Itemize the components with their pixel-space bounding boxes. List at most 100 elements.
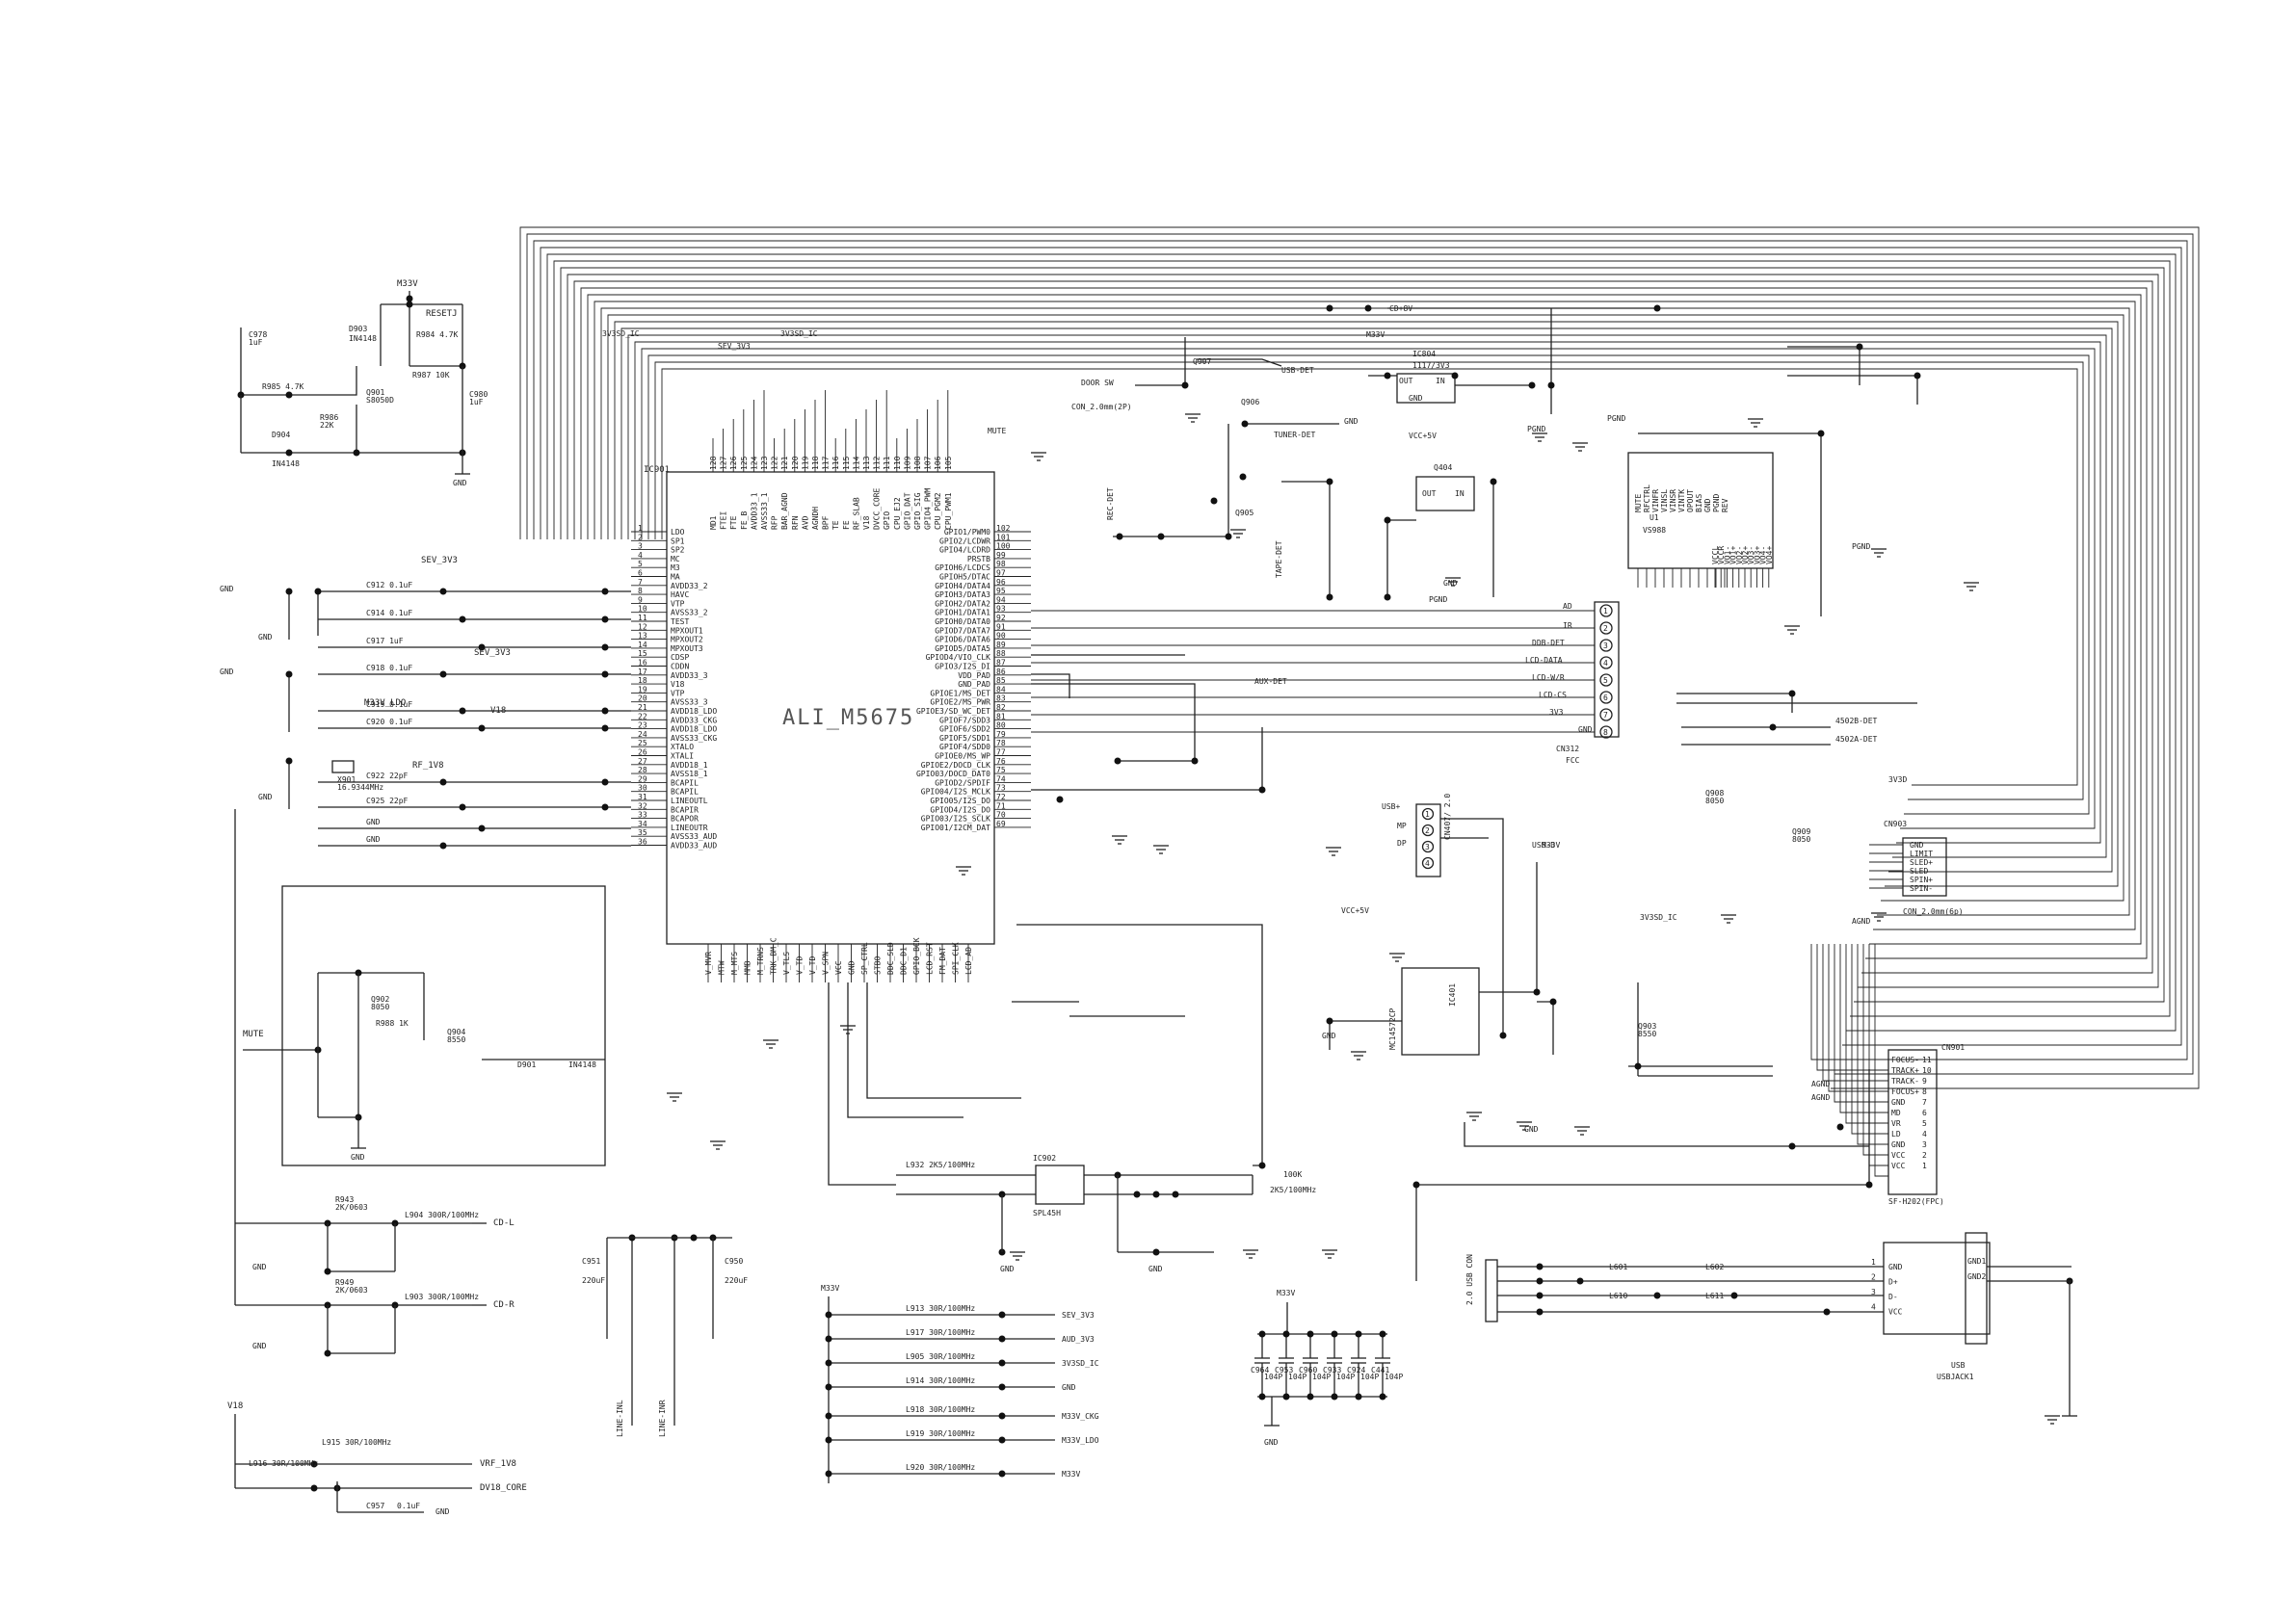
cn901-feed-wire <box>1828 944 1888 1092</box>
capbank-junction <box>1331 1393 1338 1400</box>
ic901-left-pin-number: 36 <box>638 838 647 847</box>
l916-label: L916 30R/100MHz <box>249 1459 318 1468</box>
ic901-top-pin-name: BPF <box>822 515 831 530</box>
capbank-ref: C441 <box>1371 1366 1389 1374</box>
ic901-left-pin-name: CDDN <box>671 663 689 671</box>
mute-label: MUTE <box>243 1030 264 1039</box>
ic901-right-pin-number: 74 <box>996 774 1006 783</box>
bus-wire <box>567 274 2159 988</box>
lcd-data-label: LCD-DATA <box>1525 656 1563 665</box>
bus-wire <box>580 287 2148 959</box>
ic901-right-pin-number: 83 <box>996 694 1006 703</box>
bus-wire <box>634 341 2101 844</box>
ic901-top-pin-number: 112 <box>873 456 882 470</box>
u1-pin-name: VO3- <box>1747 546 1755 564</box>
cn312-pin-circle <box>1599 621 1613 635</box>
capbank-value: 104P <box>1264 1373 1282 1381</box>
left-gnd-label: GND <box>220 585 234 593</box>
ic901-top-pin-name: V18 <box>862 515 871 530</box>
cn901-ref: CN901 <box>1941 1043 1965 1052</box>
cn903-pin-name: GND <box>1910 841 1924 850</box>
bus-wire <box>587 294 2142 945</box>
ic901-right-pin-number: 87 <box>996 659 1006 668</box>
ic901-top-pin-name: AVD <box>801 515 809 530</box>
gnd-capbank: GND <box>1264 1438 1279 1447</box>
vcc5v-mid: VCC+5V <box>1341 906 1369 915</box>
capbank-junction <box>1306 1393 1314 1400</box>
ic901-right-pin-name: GPIOE3/SD_WC_DET <box>916 707 990 716</box>
usb-dd-label: USB-D <box>1532 841 1555 850</box>
rail-junction <box>825 1359 832 1367</box>
v18-bottom-label: V18 <box>227 1401 243 1411</box>
left-pin-junction <box>601 643 609 651</box>
ic901-right-pin-name: GPIOH5/DTAC <box>939 573 990 582</box>
cn407-pin-circle <box>1421 856 1435 870</box>
ic901-right-pin-name: GPIOD2/SPDIF <box>935 778 990 787</box>
q907-ref: Q907 <box>1193 357 1211 366</box>
ic901-right-pin-number: 80 <box>996 721 1006 730</box>
door-sw-label: DOOR SW <box>1081 379 1114 387</box>
net-junction <box>1239 473 1247 481</box>
ic901-right-pin-name: GPIOH2/DATA2 <box>935 599 990 608</box>
ic804-out: OUT <box>1399 377 1413 385</box>
ic901-left-pin-number: 22 <box>638 712 647 720</box>
r949-val: 2K/0603 <box>335 1286 368 1295</box>
rail-inductor-label: L918 30R/100MHz <box>906 1405 975 1414</box>
ic901-right-pin-number: 85 <box>996 676 1006 685</box>
ic901-left-pin-name: M3 <box>671 563 680 572</box>
cn312-pin-number: 8 <box>1603 728 1608 737</box>
left-cap-label: GND <box>366 818 381 826</box>
ic901-left-pin-name: MPXOUT1 <box>671 626 703 635</box>
m33v-top: M33V <box>1366 330 1385 339</box>
rail-junction <box>825 1412 832 1420</box>
net-wire <box>1281 481 1331 597</box>
det-4502a: 4502A-DET <box>1835 735 1878 744</box>
ic901-top-pin-number: 123 <box>760 456 769 470</box>
ic401-part: MC14572CP <box>1388 1008 1397 1050</box>
capbank-value: 104P <box>1288 1373 1306 1381</box>
net-junction <box>1114 757 1122 765</box>
cn312-pin-circle <box>1599 725 1613 739</box>
u1-part: VS988 <box>1643 526 1666 535</box>
ic901-right-pin-number: 89 <box>996 641 1006 649</box>
ic901-bottom-pin-name: GND <box>848 960 857 975</box>
flash-ic: IC902 SPL45H GND GND 100K 2K5/100MHz L93… <box>896 1154 1316 1273</box>
u1-pin-name: VCCL <box>1711 546 1720 564</box>
ic901-left-pin-number: 7 <box>638 578 643 587</box>
cn901-pin-number: 10 <box>1922 1066 1932 1075</box>
ic901-bottom-pin-name: V_TD <box>808 956 817 975</box>
ic804-gnd: GND <box>1409 394 1423 403</box>
v3v3d-label: 3V3D <box>1888 775 1907 784</box>
ic901-right-pin-name: GPIOD7/DATA7 <box>935 626 990 635</box>
cn901-pin-number: 4 <box>1922 1130 1927 1139</box>
ic902-ref: IC902 <box>1033 1154 1056 1163</box>
cn901-feed-wire <box>1810 944 1888 1060</box>
rail-junction <box>825 1311 832 1319</box>
usb-shield <box>1965 1232 1988 1345</box>
r949-label: R949 <box>335 1278 354 1287</box>
det-4502: 4502B-DET 4502A-DET Q908 8050 Q909 8050 <box>1681 717 1878 844</box>
cn901-pin-number: 11 <box>1922 1056 1932 1064</box>
cn901-pin-name: VCC <box>1891 1162 1906 1170</box>
ic901-right-pin-number: 100 <box>996 542 1011 551</box>
net-junction <box>1056 796 1064 803</box>
ic804-part: 1117/3V3 <box>1412 361 1450 370</box>
ic901-left-pin-number: 20 <box>638 694 647 703</box>
net-junction <box>1788 1142 1796 1150</box>
d901-part: IN4148 <box>568 1060 596 1069</box>
capbank-junction <box>1331 1330 1338 1338</box>
rail-inductor-label: L920 30R/100MHz <box>906 1463 975 1472</box>
ic901-bottom-pin-name: TRK_BM_C <box>770 937 779 975</box>
q902-ref: Q902 <box>371 995 389 1004</box>
ic901-top-pin-number: 117 <box>822 456 831 470</box>
left-cap-label: GND <box>366 835 381 844</box>
cn903-pin-name: SLED- <box>1910 867 1933 876</box>
cn312-pin-number: 7 <box>1603 711 1608 720</box>
ic901-top-pin-name: GPIO4_PWM <box>924 487 933 530</box>
left-cap-junction <box>285 757 293 765</box>
ic901-right-pin-name: GPIOF4/SDD0 <box>939 743 990 751</box>
